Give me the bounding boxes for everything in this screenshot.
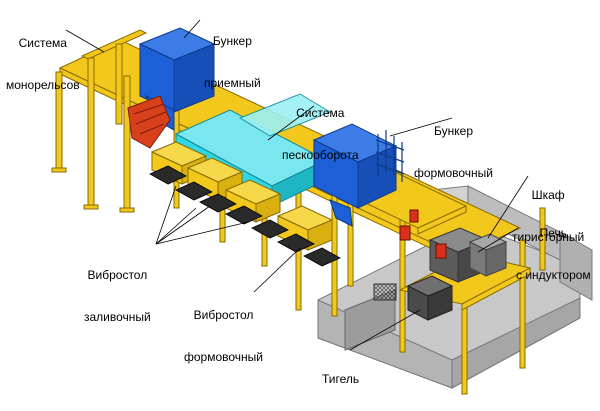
label-molding-bunker: Бункер формовочный bbox=[414, 124, 494, 180]
thyristor-cabinet bbox=[468, 233, 508, 277]
label-sand-system: Система пескооборота bbox=[282, 106, 359, 162]
red-hopper bbox=[127, 95, 171, 149]
molding-bunker bbox=[312, 123, 405, 227]
label-induction-furnace: Печь с индуктором bbox=[516, 226, 591, 282]
label-receiving-bunker: Бункер приемный bbox=[204, 34, 261, 90]
leader-lines bbox=[65, 19, 529, 351]
label-pouring-vibrotable: Вибростол заливочный bbox=[84, 268, 151, 324]
label-thyristor-cabinet: Шкаф тиристорный bbox=[512, 188, 585, 244]
label-monorail: Система монорельсов bbox=[6, 36, 80, 92]
label-molding-vibrotable: Вибростол формовочный bbox=[184, 308, 264, 364]
flask-bogies bbox=[149, 165, 341, 267]
label-crucible: Тигель bbox=[322, 372, 360, 386]
crucible bbox=[373, 275, 454, 321]
receiving-bunker bbox=[138, 27, 216, 131]
